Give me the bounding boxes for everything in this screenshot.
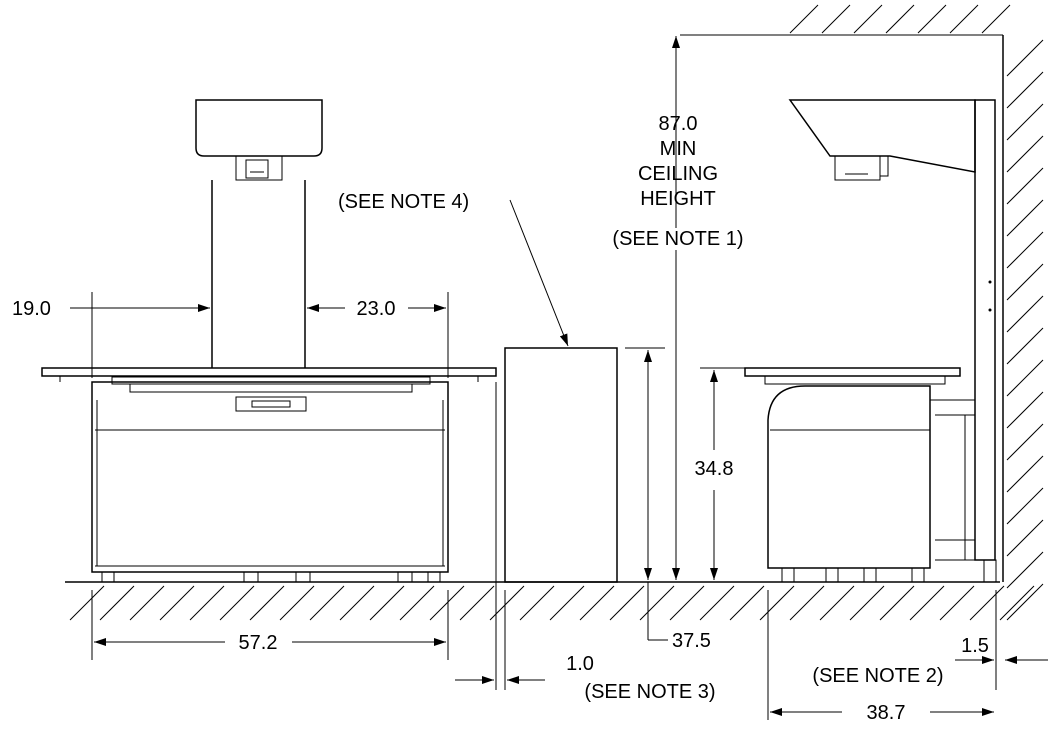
table-top [41,367,497,377]
tube-head [195,99,323,157]
side-depth-value: 38.7 [867,702,906,724]
table-base [91,381,449,573]
cabinet-box [504,347,618,583]
side-table-body [767,385,931,569]
ceiling-height-label-1: MIN [660,138,697,160]
cabinet-height-value: 37.5 [672,630,711,652]
left-reach-value: 19.0 [12,298,51,320]
front-view-table [41,99,497,583]
table-height-value: 34.8 [695,458,734,480]
ceiling-height-label-2: CEILING [638,163,718,185]
ceiling-height-label-3: HEIGHT [640,188,716,210]
side-tube-head [788,99,976,173]
wall-gap-note: (SEE NOTE 2) [812,665,943,687]
floor [65,581,1035,621]
wall-hatching [789,4,1044,621]
gap-note: (SEE NOTE 3) [584,681,715,703]
table-width-value: 57.2 [239,632,278,654]
right-reach-value: 23.0 [357,298,396,320]
wall [680,4,1044,621]
ceiling-height-note: (SEE NOTE 1) [612,228,743,250]
cabinet-note: (SEE NOTE 4) [338,191,469,213]
side-table-top [744,367,961,377]
floor-hatching [69,585,1035,621]
ceiling-height-value: 87.0 [659,113,698,135]
wall-gap-value: 1.5 [961,635,989,657]
side-view-table [744,99,997,583]
gap-value: 1.0 [566,653,594,675]
